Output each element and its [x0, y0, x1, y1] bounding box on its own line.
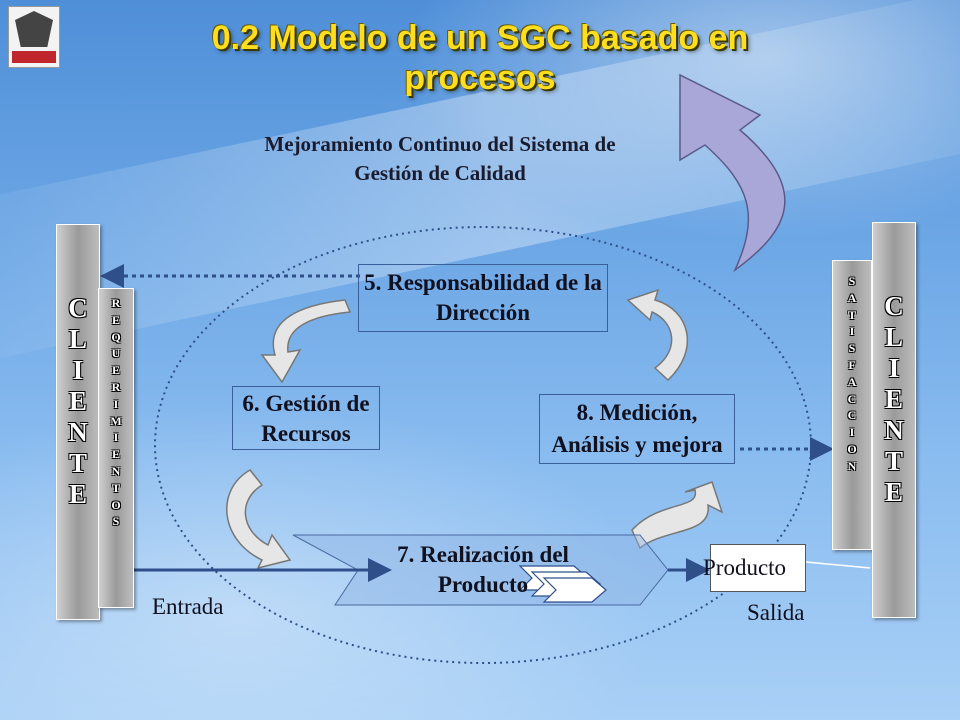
requirements-letter: N [111, 463, 121, 478]
client-right-letter: I [888, 353, 900, 383]
logo-band [12, 51, 56, 63]
requirements-letter: R [111, 379, 121, 394]
client-left-letter: E [68, 479, 87, 509]
input-label: Entrada [152, 594, 224, 619]
requirements-letter: T [111, 480, 120, 495]
improvement-label: Mejoramiento Continuo del Sistema de Ges… [264, 132, 616, 185]
improvement-arrow-icon [679, 73, 786, 273]
satisfaction-letter: I [849, 324, 855, 339]
slide-title: 0.2 Modelo de un SGC basado en procesos [211, 19, 749, 97]
requirements-letter: I [113, 430, 119, 445]
client-right-bar: C L I E N T E [872, 222, 916, 618]
satisfaction-letter: N [847, 458, 857, 473]
curved-arrow-icon [260, 299, 352, 384]
satisfaction-letter: C [847, 391, 857, 406]
client-left-letter: T [68, 448, 87, 478]
client-left-letter: I [72, 355, 84, 385]
satisfaction-letter: S [848, 341, 856, 356]
requirements-letter: R [111, 296, 121, 310]
client-left-bar: C L I E N T E [56, 224, 100, 620]
requirements-letter: E [111, 363, 120, 378]
process-realizacion: 7. Realización del Producto [397, 542, 569, 597]
satisfaction-letter: A [847, 374, 857, 389]
satisfaction-letter: I [849, 425, 855, 440]
client-left-letter: E [68, 386, 87, 416]
university-logo [8, 6, 60, 68]
client-left-letter: L [68, 324, 87, 354]
process-gestion: 6. Gestión de Recursos [232, 386, 380, 450]
output-label: Salida [747, 600, 805, 625]
requirements-letter: O [111, 497, 121, 512]
process-medicion: 8. Medición, Análisis y mejora [539, 394, 735, 464]
requirements-bar: R E Q U E R I M I E N T O S [98, 288, 134, 608]
satisfaction-letter: O [847, 441, 857, 456]
requirements-letter: M [110, 413, 122, 428]
curved-arrow-icon [226, 469, 292, 570]
client-left-letter: N [68, 417, 88, 447]
requirements-letter: S [112, 514, 120, 529]
chevron-icon [542, 577, 607, 603]
requirements-letter: U [111, 346, 121, 361]
requirements-letter: E [111, 447, 120, 462]
client-right-letter: E [884, 477, 903, 507]
satisfaction-letter: A [847, 290, 857, 305]
client-right-letter: C [884, 291, 904, 321]
client-right-letter: E [884, 384, 903, 414]
requirements-letter: Q [111, 329, 121, 344]
satisfaction-letter: C [847, 408, 857, 423]
product-box: Producto [703, 544, 806, 592]
product-label: Producto [703, 555, 787, 580]
curved-arrow-icon [631, 481, 724, 550]
client-left-letter: C [68, 293, 88, 323]
requirements-letter: I [113, 396, 119, 411]
client-right-letter: N [884, 415, 904, 445]
client-right-letter: L [884, 322, 903, 352]
satisfaction-letter: T [847, 307, 856, 322]
requirements-letter: E [111, 312, 120, 327]
process-responsabilidad: 5. Responsabilidad de la Dirección [358, 264, 608, 332]
satisfaction-letter: S [848, 274, 856, 288]
delivery-line [805, 561, 871, 569]
client-right-letter: T [884, 446, 903, 476]
satisfaction-bar: S A T I S F A C C I O N [832, 260, 872, 550]
satisfaction-letter: F [848, 357, 856, 372]
curved-arrow-icon [626, 288, 689, 382]
